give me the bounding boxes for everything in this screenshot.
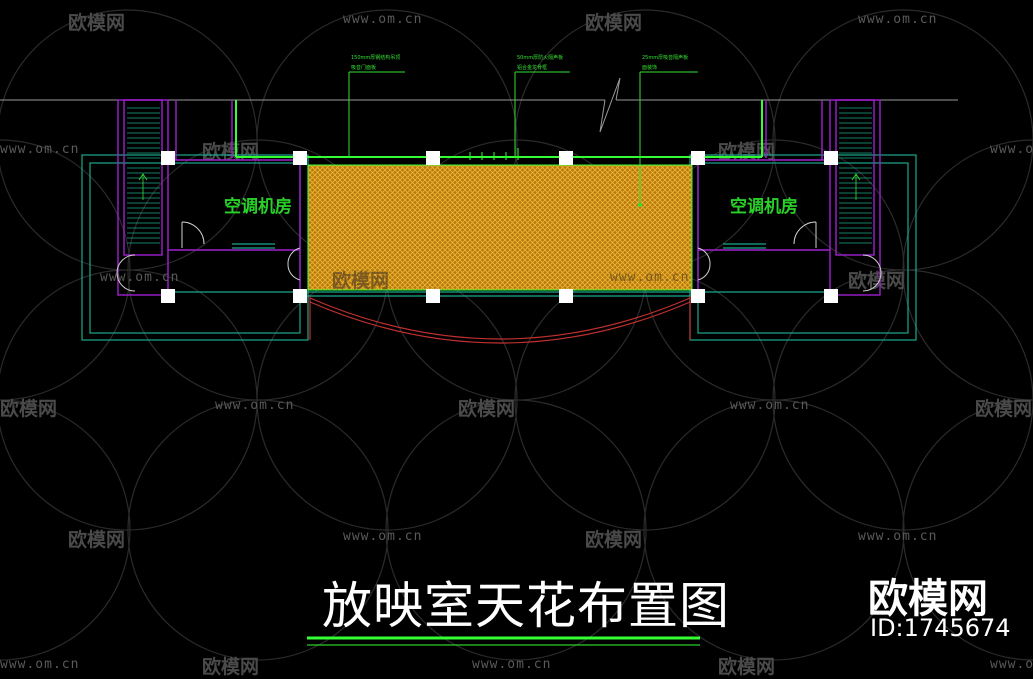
watermark-site: www.om.cn xyxy=(215,398,295,413)
right-stairs xyxy=(839,107,872,244)
watermark-site: www.om.cn xyxy=(730,398,810,413)
watermark-logo: 欧模网 xyxy=(458,398,516,420)
watermark-site: www.om.cn xyxy=(858,12,938,27)
brand-logo-text: 欧模网 xyxy=(868,576,988,622)
right-wing-walls xyxy=(697,99,881,296)
watermark-logo: 欧模网 xyxy=(585,12,643,34)
watermark-site: www.om.cn xyxy=(472,657,552,672)
watermark-site: www.om.cn xyxy=(100,270,180,285)
annotation-note: 25mm厚吸音隔声板 xyxy=(642,55,689,61)
drawing-id: ID:1745674 xyxy=(870,614,1011,642)
watermark-site: www.om.cn xyxy=(343,12,423,27)
left-stairs xyxy=(127,107,160,244)
room-label-right: 空调机房 xyxy=(730,197,798,217)
watermark-logo: 欧模网 xyxy=(332,270,390,292)
annotation-note: 面装饰 xyxy=(642,65,658,71)
watermark-site: www.om.cn xyxy=(990,142,1033,157)
annotation-note: 50mm厚防火隔声板 xyxy=(517,55,564,61)
drawing-title: 放映室天花布置图 xyxy=(322,577,730,635)
screen-curve xyxy=(309,296,691,344)
partition-walls xyxy=(235,100,763,158)
break-line xyxy=(0,77,958,133)
watermark-logo: 欧模网 xyxy=(585,529,643,551)
left-wing-walls xyxy=(117,99,301,296)
ceiling-fixtures xyxy=(469,148,519,160)
title-underline xyxy=(307,636,700,646)
watermark-site: www.om.cn xyxy=(990,657,1033,672)
watermark-site: www.om.cn xyxy=(858,529,938,544)
annotation-note: 铝合金龙骨框 xyxy=(517,65,548,71)
watermark-site: www.om.cn xyxy=(0,142,80,157)
watermark-site: www.om.cn xyxy=(343,529,423,544)
annotation-note: 150mm厚钢结构吊顶 xyxy=(351,55,401,61)
window-openings xyxy=(232,243,766,249)
watermark-logo: 欧模网 xyxy=(0,398,58,420)
structural-columns xyxy=(161,151,838,303)
acoustic-ceiling-panel xyxy=(307,164,693,291)
watermark-logo: 欧模网 xyxy=(848,270,906,292)
door-swings xyxy=(116,221,882,292)
room-label-left: 空调机房 xyxy=(224,197,292,217)
watermark-site: www.om.cn xyxy=(610,270,690,285)
leader-lines xyxy=(348,71,698,205)
annotation-note: 吸音门面板 xyxy=(351,65,377,71)
watermark-site: www.om.cn xyxy=(0,657,80,672)
watermark-logo: 欧模网 xyxy=(68,12,126,34)
watermark-logo: 欧模网 xyxy=(975,398,1033,420)
watermark-logo: 欧模网 xyxy=(68,529,126,551)
leader-dot xyxy=(638,203,642,207)
